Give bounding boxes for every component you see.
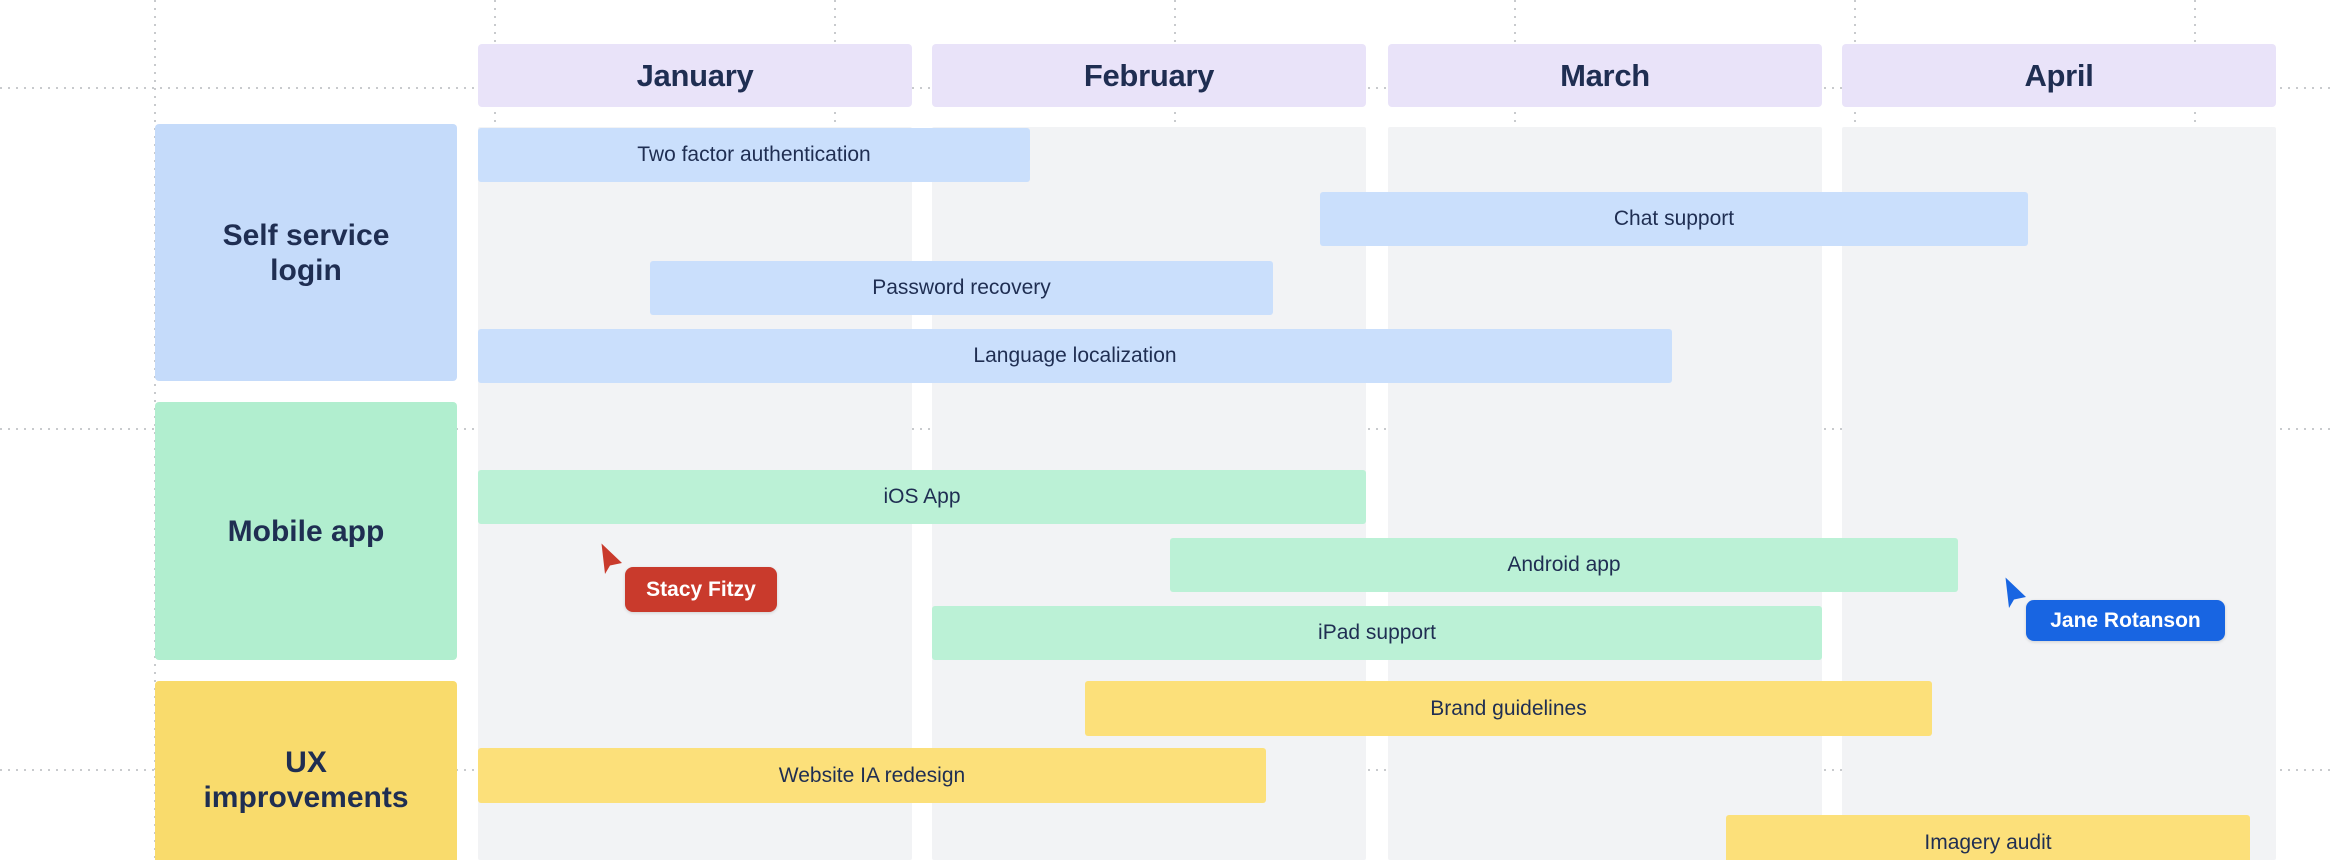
task-bar-ios-app[interactable]: iOS App [478,470,1366,524]
task-bar-brand-guidelines[interactable]: Brand guidelines [1085,681,1932,736]
month-header-february[interactable]: February [932,44,1366,107]
month-column-track-march [1388,127,1822,860]
row-label-line: login [270,253,342,287]
task-bar-password-recovery[interactable]: Password recovery [650,261,1273,315]
task-bar-ipad-support[interactable]: iPad support [932,606,1822,660]
row-label-line: Mobile app [227,514,385,548]
task-bar-chat-support[interactable]: Chat support [1320,192,2028,246]
row-label-line: improvements [203,780,409,814]
task-bar-language-localization[interactable]: Language localization [478,329,1672,383]
row-label-line: Self service [222,218,390,252]
month-column-track-april [1842,127,2276,860]
task-bar-two-factor-authentication[interactable]: Two factor authentication [478,128,1030,182]
row-label-line: UX [285,745,327,779]
month-header-april[interactable]: April [1842,44,2276,107]
month-header-march[interactable]: March [1388,44,1822,107]
task-bar-imagery-audit[interactable]: Imagery audit [1726,815,2250,860]
month-header-january[interactable]: January [478,44,912,107]
task-bar-android-app[interactable]: Android app [1170,538,1958,592]
task-bar-website-ia-redesign[interactable]: Website IA redesign [478,748,1266,803]
row-label-mobile-app[interactable]: Mobile app [155,402,457,660]
